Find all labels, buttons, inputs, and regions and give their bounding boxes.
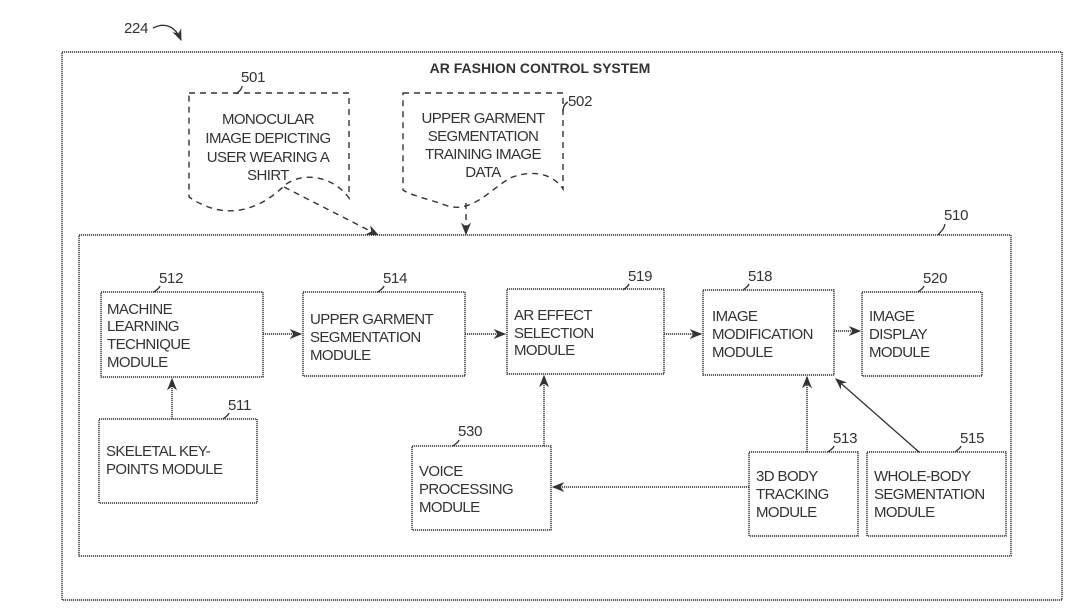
svg-text:UPPER GARMENT: UPPER GARMENT — [421, 110, 544, 127]
ref-label-511: 511 — [228, 397, 251, 414]
ref-label-514: 514 — [383, 270, 407, 287]
svg-text:MODULE: MODULE — [874, 504, 935, 521]
ref-label-513: 513 — [833, 430, 857, 447]
svg-text:LEARNING: LEARNING — [107, 318, 179, 335]
svg-text:MODULE: MODULE — [869, 344, 930, 361]
svg-text:DISPLAY: DISPLAY — [869, 326, 928, 343]
arrow-515-to-518 — [835, 378, 920, 453]
svg-text:WHOLE-BODY: WHOLE-BODY — [874, 468, 971, 485]
svg-text:TRACKING: TRACKING — [756, 486, 829, 503]
svg-text:DATA: DATA — [465, 164, 501, 181]
svg-text:MODULE: MODULE — [419, 499, 480, 516]
module-515-whole-body-segmentation: WHOLE-BODY SEGMENTATION MODULE 515 — [866, 430, 1007, 537]
svg-text:SEGMENTATION: SEGMENTATION — [310, 329, 421, 346]
svg-text:IMAGE: IMAGE — [869, 308, 915, 325]
svg-text:SKELETAL KEY-: SKELETAL KEY- — [106, 443, 211, 460]
svg-text:IMAGE: IMAGE — [712, 308, 758, 325]
svg-text:SELECTION: SELECTION — [514, 325, 594, 342]
svg-text:TRAINING IMAGE: TRAINING IMAGE — [425, 146, 541, 163]
module-530-voice-processing: VOICE PROCESSING MODULE 530 — [411, 423, 552, 531]
svg-text:TECHNIQUE: TECHNIQUE — [107, 336, 191, 353]
ref-label-530: 530 — [458, 423, 482, 440]
svg-text:VOICE: VOICE — [419, 463, 463, 480]
leader-501 — [235, 85, 243, 95]
svg-text:MODULE: MODULE — [310, 347, 371, 364]
svg-text:MODIFICATION: MODIFICATION — [712, 326, 813, 343]
figure-ref-arrow — [152, 24, 182, 42]
ref-label-519: 519 — [628, 268, 652, 285]
svg-text:MODULE: MODULE — [756, 504, 817, 521]
module-512-machine-learning: MACHINE LEARNING TECHNIQUE MODULE 512 — [100, 270, 264, 378]
svg-text:MODULE: MODULE — [514, 342, 575, 359]
ref-label-510: 510 — [944, 207, 968, 224]
module-514-upper-garment-segmentation: UPPER GARMENT SEGMENTATION MODULE 514 — [302, 270, 466, 377]
svg-text:PROCESSING: PROCESSING — [419, 481, 513, 498]
svg-text:MODULE: MODULE — [107, 354, 168, 371]
svg-text:SEGMENTATION: SEGMENTATION — [874, 486, 985, 503]
svg-text:MONOCULAR: MONOCULAR — [222, 111, 315, 128]
svg-text:UPPER GARMENT: UPPER GARMENT — [310, 311, 433, 328]
svg-text:MODULE: MODULE — [712, 344, 773, 361]
svg-text:IMAGE DEPICTING: IMAGE DEPICTING — [205, 130, 330, 147]
svg-text:POINTS MODULE: POINTS MODULE — [106, 461, 223, 478]
input-document-502: UPPER GARMENT SEGMENTATION TRAINING IMAG… — [402, 92, 592, 208]
module-513-3d-body-tracking: 3D BODY TRACKING MODULE 513 — [748, 430, 859, 537]
input-document-501: MONOCULAR IMAGE DEPICTING USER WEARING A… — [188, 69, 350, 212]
leader-510 — [937, 223, 946, 236]
svg-text:USER WEARING A: USER WEARING A — [207, 149, 330, 166]
svg-text:AR EFFECT: AR EFFECT — [514, 307, 592, 324]
ref-label-501: 501 — [241, 69, 265, 86]
module-519-ar-effect-selection: AR EFFECT SELECTION MODULE 519 — [506, 268, 665, 375]
svg-text:3D BODY: 3D BODY — [756, 468, 818, 485]
leader-502 — [562, 101, 569, 113]
svg-text:MACHINE: MACHINE — [107, 301, 173, 318]
module-518-image-modification: IMAGE MODIFICATION MODULE 518 — [702, 268, 835, 376]
ref-label-520: 520 — [923, 270, 947, 287]
svg-text:SHIRT: SHIRT — [247, 167, 289, 184]
ref-label-515: 515 — [960, 430, 984, 447]
ref-label-502: 502 — [568, 93, 592, 110]
ref-label-512: 512 — [159, 270, 183, 287]
figure-ref-label: 224 — [124, 20, 148, 37]
module-511-skeletal-keypoints: SKELETAL KEY- POINTS MODULE 511 — [98, 397, 258, 504]
ref-label-518: 518 — [748, 268, 772, 285]
system-title: AR FASHION CONTROL SYSTEM — [430, 60, 651, 76]
svg-text:SEGMENTATION: SEGMENTATION — [428, 128, 539, 145]
module-520-image-display: IMAGE DISPLAY MODULE 520 — [861, 270, 983, 377]
